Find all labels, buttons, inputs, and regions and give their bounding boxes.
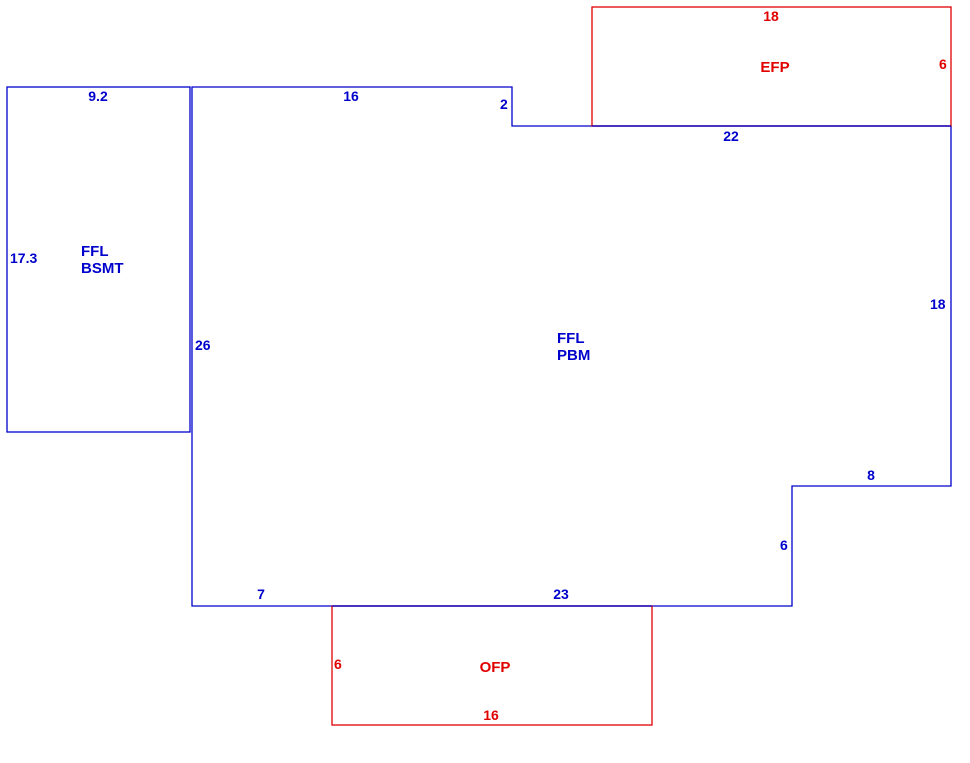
efp-dim-top: 18 — [763, 8, 779, 24]
ofp-dim-left: 6 — [334, 656, 342, 672]
main-dim-step-top: 8 — [867, 467, 875, 483]
main-dim-step-side: 6 — [780, 537, 788, 553]
main-label-line2: PBM — [557, 347, 590, 364]
efp-dim-right: 6 — [939, 56, 947, 72]
basement-area: 9.2 17.3 FFL BSMT — [6, 86, 191, 433]
main-dim-top-right: 22 — [723, 128, 739, 144]
basement-label-line1: FFL — [81, 243, 109, 260]
ofp-area: 6 16 OFP — [331, 605, 653, 726]
main-dim-bottom-left: 7 — [257, 586, 265, 602]
main-dim-bottom-right: 23 — [553, 586, 569, 602]
basement-outline — [6, 86, 191, 433]
basement-label-line2: BSMT — [81, 260, 124, 277]
main-dim-left: 26 — [195, 337, 211, 353]
main-dim-notch: 2 — [500, 96, 508, 112]
efp-label: EFP — [760, 59, 789, 76]
efp-area: 18 6 EFP — [591, 6, 952, 127]
basement-dim-top: 9.2 — [88, 88, 108, 104]
ofp-label: OFP — [480, 659, 511, 676]
ofp-dim-bottom: 16 — [483, 707, 499, 723]
basement-dim-left: 17.3 — [10, 250, 37, 266]
main-dim-top-left: 16 — [343, 88, 359, 104]
main-label-line1: FFL — [557, 330, 585, 347]
main-dim-right: 18 — [930, 296, 946, 312]
main-area: 16 2 22 18 8 6 7 23 26 FFL PBM — [191, 86, 952, 607]
